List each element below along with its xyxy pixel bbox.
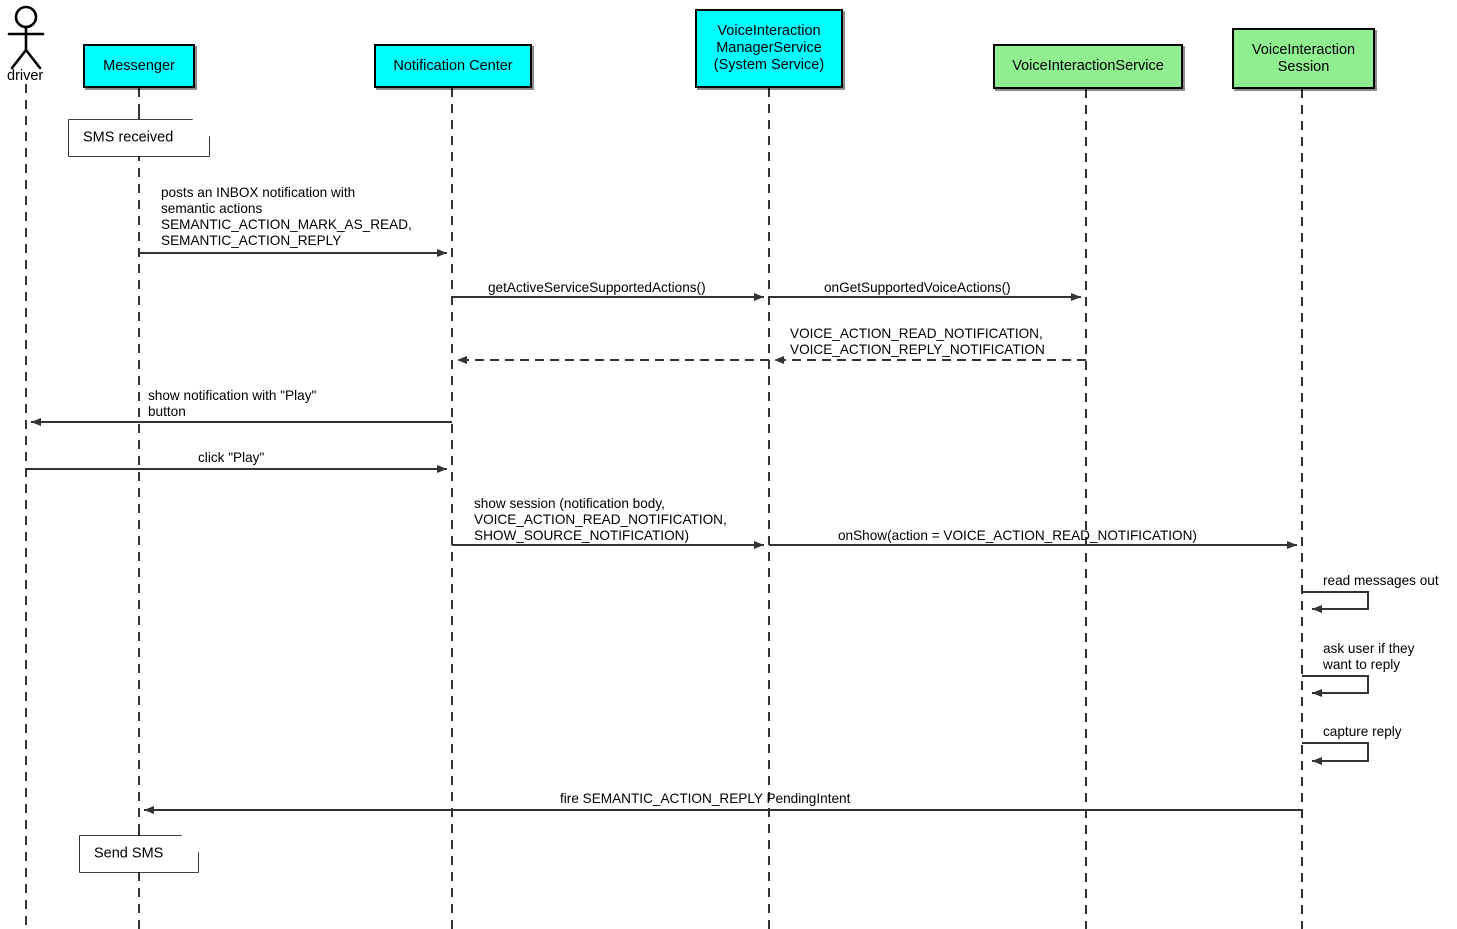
participant-notification-center-label: Notification Center bbox=[393, 57, 513, 74]
note-send-sms: Send SMS bbox=[80, 836, 198, 872]
participant-vims-label-line2: ManagerService bbox=[716, 40, 822, 56]
label-post-inbox-notification-line3: SEMANTIC_ACTION_MARK_AS_READ, bbox=[161, 217, 412, 232]
label-show-notification-line1: show notification with "Play" bbox=[148, 388, 317, 403]
label-return-supported-actions-line1: VOICE_ACTION_READ_NOTIFICATION, bbox=[790, 326, 1043, 341]
lifelines-group bbox=[25, 84, 1303, 929]
label-read-messages-out: read messages out bbox=[1323, 573, 1439, 588]
participant-session-label-line2: Session bbox=[1277, 58, 1330, 75]
label-capture-reply: capture reply bbox=[1323, 724, 1402, 739]
actor-driver-label: driver bbox=[7, 68, 44, 84]
self-arrow-read-messages-out bbox=[1302, 591, 1369, 613]
participant-vis-label: VoiceInteractionService bbox=[1012, 58, 1164, 74]
label-fire-pending-intent: fire SEMANTIC_ACTION_REPLY PendingIntent bbox=[560, 791, 851, 806]
self-arrow-ask-user-reply bbox=[1302, 675, 1369, 697]
stick-figure-actor-icon bbox=[7, 5, 45, 70]
label-show-session-line3: SHOW_SOURCE_NOTIFICATION) bbox=[474, 528, 689, 543]
label-return-supported-actions-line2: VOICE_ACTION_REPLY_NOTIFICATION bbox=[790, 342, 1045, 357]
participant-messenger[interactable]: Messenger bbox=[83, 44, 195, 88]
label-post-inbox-notification-line4: SEMANTIC_ACTION_REPLY bbox=[161, 233, 342, 248]
label-get-active-service-supported-actions: getActiveServiceSupportedActions() bbox=[488, 280, 706, 295]
participant-vims-label-line3: (System Service) bbox=[713, 57, 825, 73]
label-show-session-line2: VOICE_ACTION_READ_NOTIFICATION, bbox=[474, 512, 727, 527]
self-arrow-capture-reply bbox=[1302, 742, 1369, 765]
messages-group bbox=[26, 249, 1369, 814]
participant-session-label-line1: VoiceInteraction bbox=[1251, 41, 1356, 58]
label-ask-user-reply-line1: ask user if they bbox=[1323, 641, 1415, 656]
label-on-show: onShow(action = VOICE_ACTION_READ_NOTIFI… bbox=[838, 528, 1197, 543]
label-ask-user-reply-line2: want to reply bbox=[1323, 657, 1401, 672]
participant-notification-center[interactable]: Notification Center bbox=[374, 44, 532, 88]
participant-voice-interaction-manager-service[interactable]: VoiceInteraction ManagerService (System … bbox=[695, 9, 843, 88]
label-click-play: click "Play" bbox=[198, 450, 265, 465]
note-sms-received: SMS received bbox=[69, 120, 209, 156]
participant-messenger-label: Messenger bbox=[103, 57, 175, 74]
label-on-get-supported-voice-actions: onGetSupportedVoiceActions() bbox=[824, 280, 1011, 295]
participant-voice-interaction-session[interactable]: VoiceInteraction Session bbox=[1232, 28, 1375, 89]
label-post-inbox-notification-line1: posts an INBOX notification with bbox=[161, 185, 356, 200]
participant-vims-label-line1: VoiceInteraction bbox=[717, 23, 821, 39]
label-show-session-line1: show session (notification body, bbox=[474, 496, 665, 511]
label-show-notification-line2: button bbox=[148, 404, 186, 419]
note-send-sms-text: Send SMS bbox=[94, 845, 164, 862]
note-sms-received-text: SMS received bbox=[83, 129, 174, 146]
participant-voice-interaction-service[interactable]: VoiceInteractionService bbox=[993, 44, 1183, 89]
label-post-inbox-notification-line2: semantic actions bbox=[161, 201, 263, 216]
